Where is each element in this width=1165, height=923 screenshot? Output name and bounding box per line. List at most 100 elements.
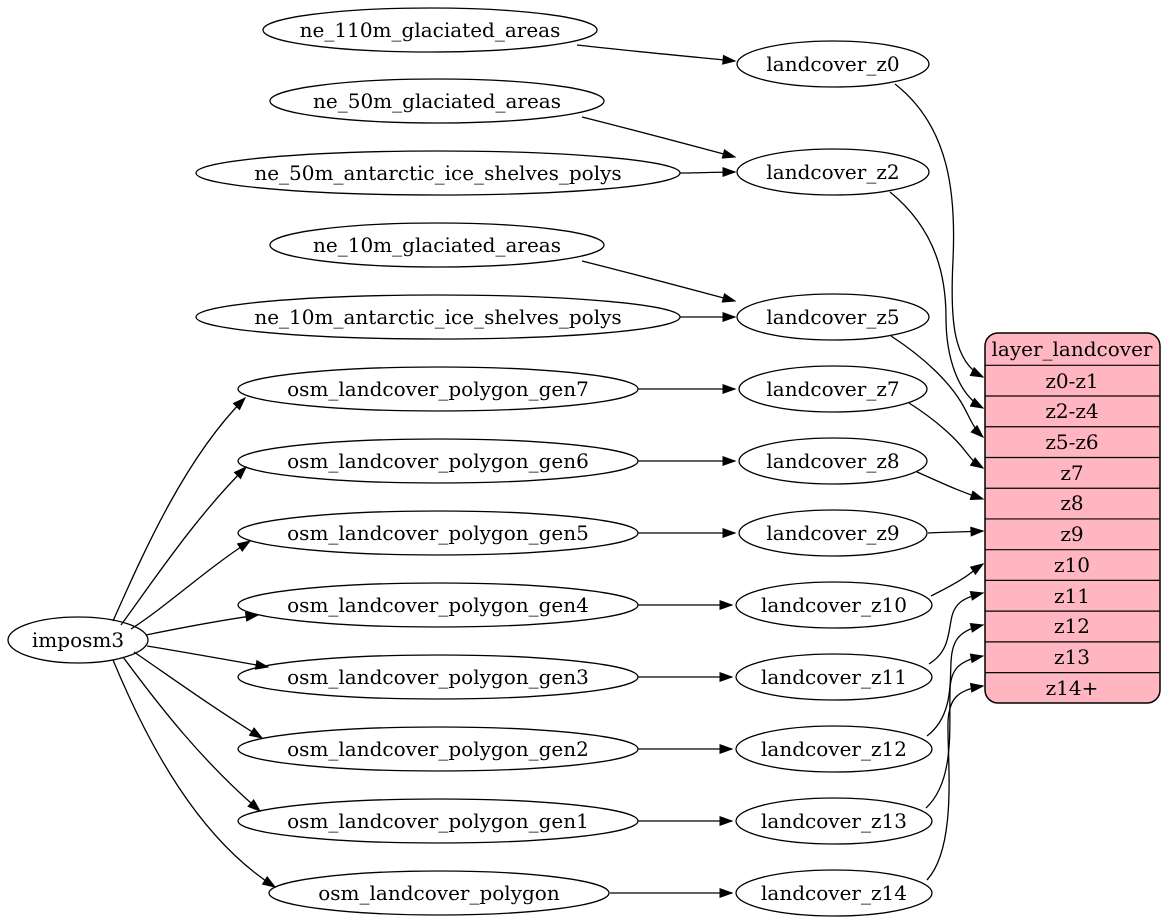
arrowhead-landcover_z7-to-layer_landcover.z7	[969, 457, 985, 469]
arrowhead-osm_landcover_polygon_gen1-to-landcover_z13	[719, 815, 734, 827]
edge-ne_50m_glaciated_areas-to-landcover_z2	[581, 116, 736, 158]
svg-text:ne_50m_glaciated_areas: ne_50m_glaciated_areas	[313, 89, 561, 113]
arrowhead-ne_10m_antarctic_ice_shelves_polys-to-landcover_z5	[722, 311, 737, 323]
node-ne-50m-antarctic-ice-shelves-polys: ne_50m_antarctic_ice_shelves_polys	[195, 150, 681, 196]
edge-imposm3-to-osm_landcover_polygon_gen6	[120, 466, 247, 626]
svg-text:landcover_z0: landcover_z0	[766, 52, 899, 76]
node-landcover-z0: landcover_z0	[736, 40, 930, 88]
arrowhead-imposm3-to-osm_landcover_polygon_gen1	[247, 799, 262, 812]
edge-landcover_z14-to-layer_landcover.z14+	[926, 685, 984, 881]
node-landcover-z13: landcover_z13	[735, 797, 933, 845]
arrowhead-imposm3-to-osm_landcover_polygon_gen3	[254, 659, 270, 670]
svg-text:ne_50m_antarctic_ice_shelves_p: ne_50m_antarctic_ice_shelves_polys	[254, 161, 621, 185]
edge-imposm3-to-osm_landcover_polygon	[112, 659, 276, 888]
table-title: layer_landcover	[992, 337, 1153, 361]
svg-text:ne_10m_glaciated_areas: ne_10m_glaciated_areas	[313, 233, 561, 257]
node-landcover-z10: landcover_z10	[735, 581, 933, 629]
edge-imposm3-to-osm_landcover_polygon_gen4	[145, 614, 259, 636]
table-layer-landcover: layer_landcover z0-z1 z2-z4 z5-z6 z7 z8 …	[984, 332, 1161, 704]
arrowhead-landcover_z10-to-layer_landcover.z10	[969, 563, 985, 576]
svg-text:landcover_z9: landcover_z9	[766, 521, 899, 545]
edge-landcover_z13-to-layer_landcover.z13	[925, 655, 984, 809]
edge-imposm3-to-osm_landcover_polygon_gen1	[122, 656, 261, 812]
table-row-z9: z9	[1060, 522, 1083, 546]
arrowhead-imposm3-to-osm_landcover_polygon_gen4	[244, 611, 260, 622]
edges-layer	[112, 44, 985, 899]
node-osm-landcover-polygon-gen4: osm_landcover_polygon_gen4	[237, 582, 639, 628]
arrowhead-osm_landcover_polygon-to-landcover_z14	[719, 887, 734, 899]
svg-text:ne_110m_glaciated_areas: ne_110m_glaciated_areas	[300, 18, 561, 42]
svg-text:osm_landcover_polygon_gen3: osm_landcover_polygon_gen3	[287, 665, 589, 689]
node-osm-landcover-polygon-gen6: osm_landcover_polygon_gen6	[237, 438, 639, 484]
svg-text:landcover_z5: landcover_z5	[766, 305, 899, 329]
arrowhead-ne_110m_glaciated_areas-to-landcover_z0	[722, 54, 737, 65]
svg-text:landcover_z2: landcover_z2	[766, 160, 899, 184]
table-row-z0-z1: z0-z1	[1045, 369, 1098, 393]
svg-text:landcover_z12: landcover_z12	[761, 737, 907, 761]
node-osm-landcover-polygon-gen5: osm_landcover_polygon_gen5	[237, 510, 639, 556]
arrowhead-imposm3-to-osm_landcover_polygon_gen7	[232, 396, 247, 411]
node-landcover-z5: landcover_z5	[736, 293, 930, 341]
arrowhead-landcover_z0-to-layer_landcover.z0-z1	[969, 366, 985, 378]
svg-text:osm_landcover_polygon_gen7: osm_landcover_polygon_gen7	[287, 377, 589, 401]
svg-text:landcover_z7: landcover_z7	[766, 377, 899, 401]
arrowhead-landcover_z2-to-layer_landcover.z2-z4	[969, 397, 985, 409]
table-row-z14plus: z14+	[1046, 676, 1099, 700]
node-landcover-z9: landcover_z9	[738, 509, 928, 557]
edge-ne_110m_glaciated_areas-to-landcover_z0	[576, 44, 736, 62]
svg-text:osm_landcover_polygon: osm_landcover_polygon	[318, 881, 560, 905]
table-background	[984, 332, 1161, 704]
svg-text:imposm3: imposm3	[32, 628, 124, 652]
svg-text:landcover_z11: landcover_z11	[761, 665, 907, 689]
table-row-z13: z13	[1054, 645, 1090, 669]
edge-imposm3-to-osm_landcover_polygon_gen3	[146, 645, 269, 668]
edge-imposm3-to-osm_landcover_polygon_gen7	[112, 397, 246, 622]
svg-text:osm_landcover_polygon_gen5: osm_landcover_polygon_gen5	[287, 521, 589, 545]
arrowhead-landcover_z8-to-layer_landcover.z8	[969, 490, 985, 500]
svg-text:ne_10m_antarctic_ice_shelves_p: ne_10m_antarctic_ice_shelves_polys	[254, 305, 621, 329]
table-row-z8: z8	[1060, 491, 1083, 515]
edge-landcover_z5-to-layer_landcover.z5-z6	[890, 335, 984, 438]
arrowhead-ne_50m_glaciated_areas-to-landcover_z2	[721, 148, 737, 159]
arrowhead-landcover_z9-to-layer_landcover.z9	[970, 526, 985, 537]
table-row-z10: z10	[1054, 553, 1090, 577]
edge-landcover_z0-to-layer_landcover.z0-z1	[894, 83, 984, 378]
arrowhead-landcover_z5-to-layer_landcover.z5-z6	[970, 424, 985, 438]
node-ne-10m-antarctic-ice-shelves-polys: ne_10m_antarctic_ice_shelves_polys	[195, 294, 681, 340]
arrowhead-osm_landcover_polygon_gen5-to-landcover_z9	[722, 527, 737, 539]
svg-text:landcover_z8: landcover_z8	[766, 449, 899, 473]
arrowhead-imposm3-to-osm_landcover_polygon_gen6	[233, 465, 248, 480]
node-landcover-z2: landcover_z2	[736, 148, 930, 196]
node-osm-landcover-polygon-gen2: osm_landcover_polygon_gen2	[237, 726, 639, 772]
node-ne-10m-glaciated-areas: ne_10m_glaciated_areas	[269, 222, 605, 268]
arrowhead-landcover_z11-to-layer_landcover.z11	[969, 591, 985, 601]
arrowhead-landcover_z12-to-layer_landcover.z12	[969, 623, 985, 633]
node-osm-landcover-polygon: osm_landcover_polygon	[268, 870, 610, 916]
table-row-z7: z7	[1060, 461, 1083, 485]
node-osm-landcover-polygon-gen3: osm_landcover_polygon_gen3	[237, 654, 639, 700]
table-row-z2-z4: z2-z4	[1045, 399, 1098, 423]
arrowhead-osm_landcover_polygon_gen2-to-landcover_z12	[719, 743, 734, 755]
node-landcover-z7: landcover_z7	[738, 365, 928, 413]
edge-landcover_z2-to-layer_landcover.z2-z4	[889, 191, 984, 409]
node-imposm3: imposm3	[7, 616, 149, 664]
table-separators	[985, 364, 1160, 674]
arrowhead-osm_landcover_polygon_gen4-to-landcover_z10	[719, 599, 734, 611]
arrowhead-imposm3-to-osm_landcover_polygon_gen2	[248, 727, 264, 739]
arrowhead-landcover_z14-to-layer_landcover.z14+	[969, 682, 985, 693]
edge-imposm3-to-osm_landcover_polygon_gen5	[130, 540, 251, 630]
node-landcover-z11: landcover_z11	[735, 653, 933, 701]
edge-landcover_z12-to-layer_landcover.z12	[926, 624, 984, 737]
arrowhead-osm_landcover_polygon_gen3-to-landcover_z11	[719, 671, 734, 683]
svg-text:osm_landcover_polygon_gen1: osm_landcover_polygon_gen1	[287, 809, 589, 833]
arrowhead-imposm3-to-osm_landcover_polygon_gen5	[236, 540, 252, 552]
table-row-z5-z6: z5-z6	[1045, 430, 1098, 454]
edge-imposm3-to-osm_landcover_polygon_gen2	[133, 651, 263, 739]
node-osm-landcover-polygon-gen1: osm_landcover_polygon_gen1	[237, 798, 639, 844]
arrowhead-landcover_z13-to-layer_landcover.z13	[969, 653, 985, 664]
arrowhead-osm_landcover_polygon_gen7-to-landcover_z7	[722, 383, 737, 395]
arrowhead-ne_10m_glaciated_areas-to-landcover_z5	[721, 292, 737, 303]
svg-text:osm_landcover_polygon_gen2: osm_landcover_polygon_gen2	[287, 737, 589, 761]
